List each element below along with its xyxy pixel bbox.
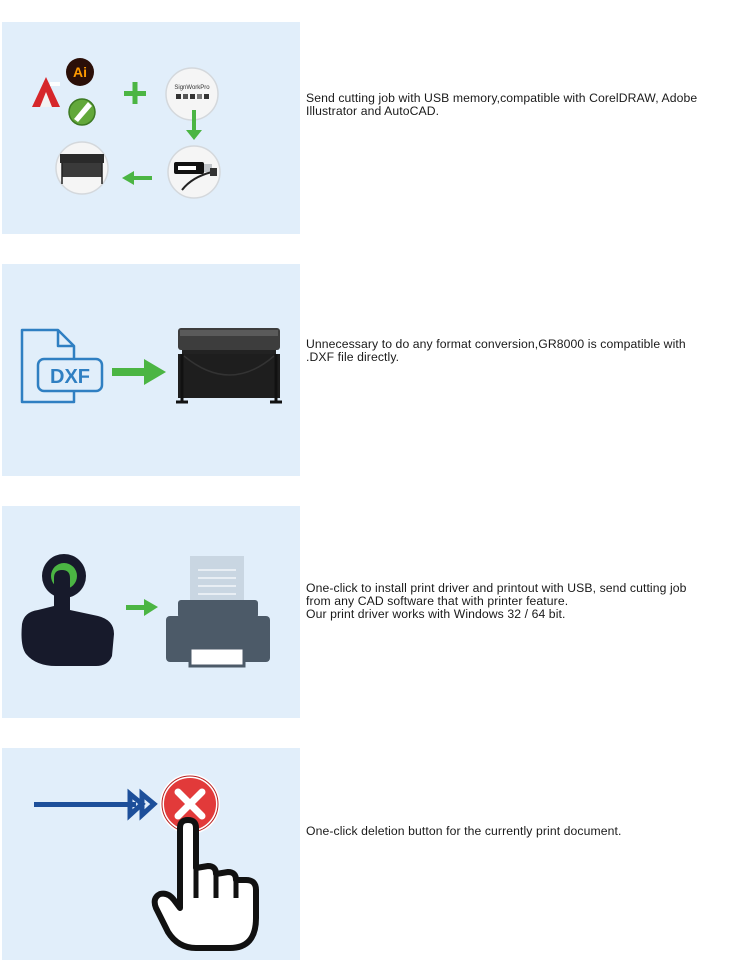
arrow-right-icon <box>126 599 158 616</box>
ai-logo-text: Ai <box>73 64 87 80</box>
dxf-file-icon: DXF <box>20 328 104 404</box>
delete-button-illustration <box>34 774 259 951</box>
description-line: .DXF file directly. <box>306 350 400 364</box>
description-line: from any CAD software that with printer … <box>306 594 569 608</box>
illustrator-logo-icon: Ai <box>66 58 94 86</box>
arrow-right-icon <box>112 359 166 385</box>
description-line: One-click to install print driver and pr… <box>306 581 687 595</box>
description-line: Illustrator and AutoCAD. <box>306 104 440 118</box>
usb-drive-icon <box>167 145 221 199</box>
feature-description-driver: One-click to install print driver and pr… <box>306 582 746 621</box>
feature-panel-driver <box>2 506 300 718</box>
feature-description-delete: One-click deletion button for the curren… <box>306 825 746 838</box>
dxf-workflow-illustration: DXF <box>20 328 282 404</box>
description-line: Send cutting job with USB memory,compati… <box>306 91 698 105</box>
signworkpro-label: SignWorkPro <box>174 85 210 91</box>
print-driver-illustration <box>21 554 270 668</box>
arrow-right-icon <box>34 788 158 821</box>
dxf-file-label: DXF <box>50 366 90 388</box>
delete-icon <box>160 774 220 834</box>
description-line: Our print driver works with Windows 32 /… <box>306 607 566 621</box>
autocad-logo-icon <box>32 77 60 107</box>
description-line: Unnecessary to do any format conversion,… <box>306 337 686 351</box>
hand-press-icon <box>21 554 114 666</box>
coreldraw-logo-icon <box>68 98 96 126</box>
arrow-left-icon <box>122 171 152 185</box>
feature-description-usb: Send cutting job with USB memory,compati… <box>306 92 746 118</box>
feature-description-dxf: Unnecessary to do any format conversion,… <box>306 338 746 364</box>
description-line: One-click deletion button for the curren… <box>306 824 622 838</box>
plus-icon <box>124 82 146 104</box>
pointing-hand-icon <box>151 817 259 951</box>
cutting-plotter-icon <box>55 141 109 195</box>
cutting-plotter-icon <box>176 328 282 404</box>
arrow-down-icon <box>186 110 202 140</box>
feature-panel-usb: Ai SignWorkPro <box>2 22 300 234</box>
usb-workflow-illustration: Ai SignWorkPro <box>32 58 221 199</box>
feature-panel-dxf: DXF <box>2 264 300 476</box>
printer-icon <box>166 556 270 668</box>
feature-panel-delete <box>2 748 300 960</box>
